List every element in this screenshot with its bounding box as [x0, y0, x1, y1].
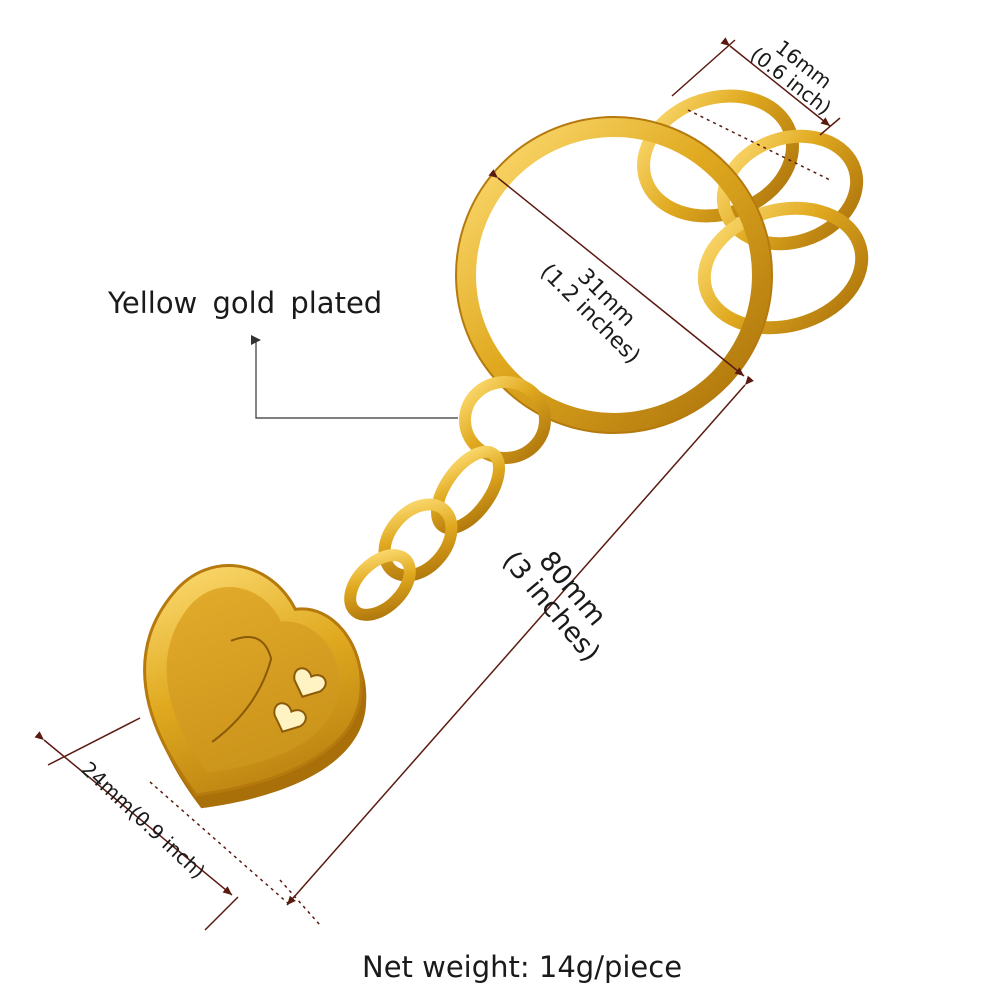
chain-links [344, 376, 551, 621]
plating-leader-line [251, 335, 458, 419]
dimension-lines [34, 37, 841, 931]
net-weight-label: Net weight: 14g/piece [362, 950, 683, 984]
plating-label: Yellow gold plated [108, 286, 383, 320]
